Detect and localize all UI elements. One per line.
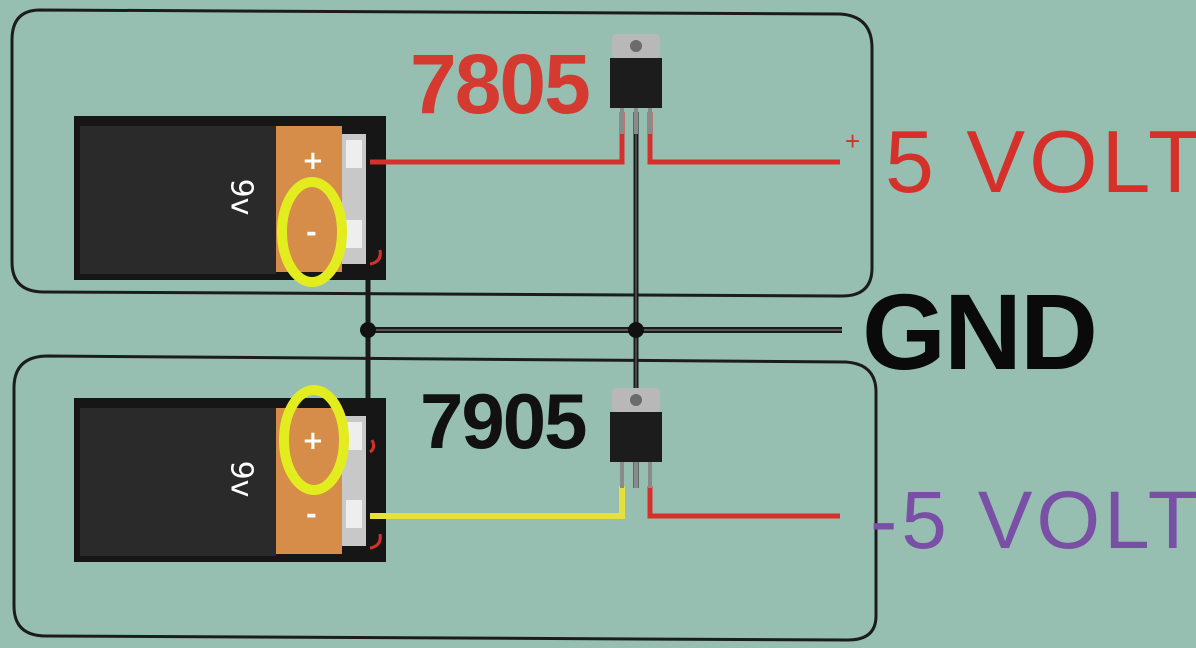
negative-input-wire: [370, 486, 625, 519]
gnd-label: GND: [862, 271, 1098, 392]
positive-5v-label: 5 VOLT: [885, 112, 1196, 211]
bottom-group-outline: [12, 354, 878, 642]
battery-9v-icon: [74, 398, 386, 562]
battery-top-voltage: 9v: [223, 178, 259, 216]
positive-sign-label: +: [845, 126, 861, 156]
voltage-regulator-icon: [610, 388, 662, 488]
negative-output-wire: [647, 486, 840, 519]
positive-output-wire: [647, 112, 840, 165]
highlight-minus-terminal: [277, 177, 347, 287]
negative-5v-label: -5 VOLT: [870, 475, 1196, 566]
junction-dot-right: [628, 322, 644, 338]
regulator-7905-label: 7905: [420, 377, 588, 465]
battery-bottom-voltage: 9v: [223, 460, 259, 498]
junction-dot-left: [360, 322, 376, 338]
battery-top-minus: -: [306, 218, 317, 248]
battery-bottom-plus: +: [302, 426, 324, 456]
regulator-7805-label: 7805: [410, 37, 591, 131]
highlight-plus-terminal: [279, 385, 349, 495]
voltage-regulator-icon: [610, 34, 662, 134]
battery-bottom-minus: -: [306, 500, 317, 530]
battery-top-plus: +: [302, 146, 324, 176]
top-group-outline: [10, 8, 874, 298]
